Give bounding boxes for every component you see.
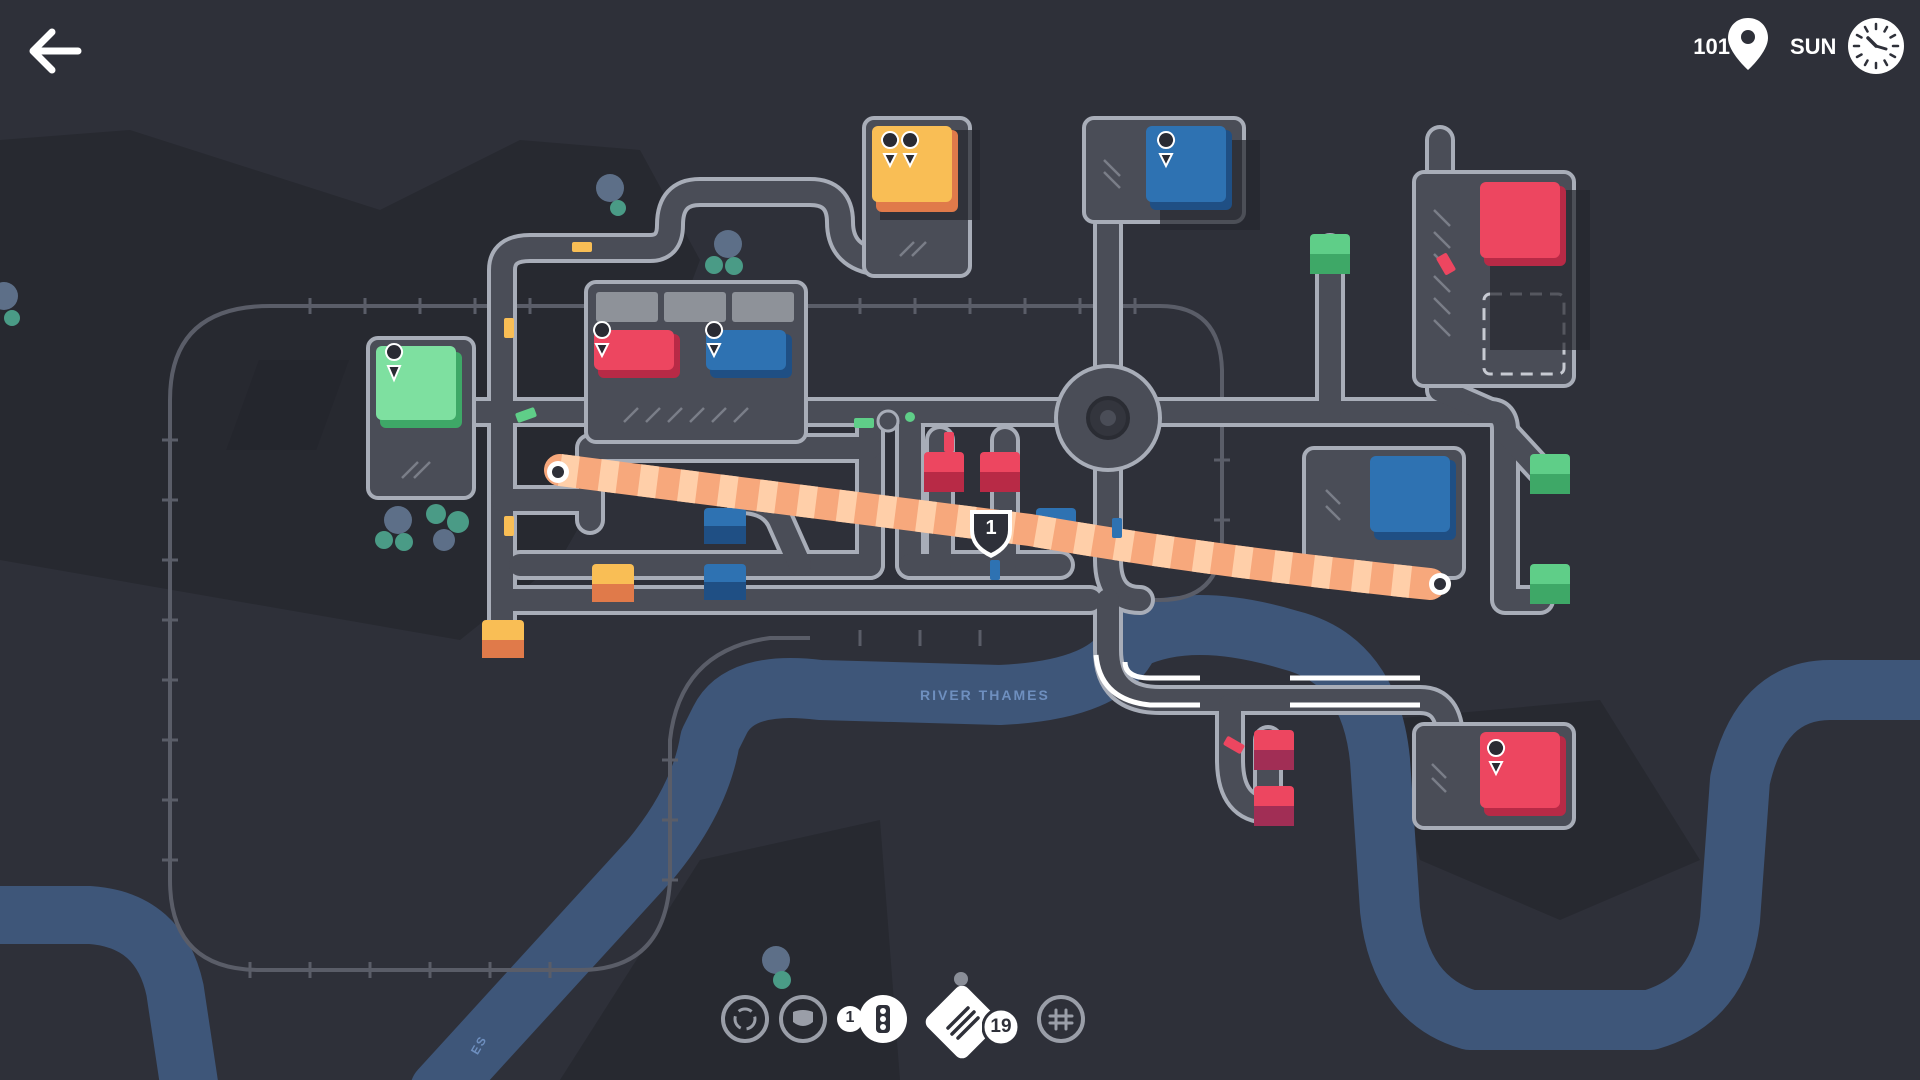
tunnel-icon bbox=[1037, 995, 1085, 1043]
toolbar-indicator-dot bbox=[954, 972, 968, 986]
roundabout-tool-button[interactable] bbox=[720, 994, 770, 1044]
bridge[interactable] bbox=[1093, 654, 1420, 708]
bridge-icon bbox=[779, 995, 827, 1043]
red-building[interactable] bbox=[594, 330, 680, 378]
mini-roundabout[interactable] bbox=[876, 409, 900, 433]
river-label: RIVER THAMES bbox=[920, 687, 1050, 703]
train[interactable] bbox=[596, 292, 794, 322]
location-pin-icon bbox=[1728, 18, 1768, 70]
motorway[interactable] bbox=[544, 454, 1446, 600]
crossing-marker[interactable] bbox=[970, 510, 1012, 558]
destination-pins bbox=[385, 131, 1505, 777]
blue-building[interactable] bbox=[706, 330, 792, 378]
roundabout-icon bbox=[721, 995, 769, 1043]
river-thames bbox=[0, 886, 218, 1080]
back-arrow-icon bbox=[29, 28, 82, 74]
blue-building[interactable] bbox=[1370, 456, 1456, 540]
motorway-count-badge bbox=[982, 1008, 1020, 1046]
motorway-icon bbox=[925, 985, 999, 1059]
clock-icon[interactable] bbox=[1846, 16, 1906, 76]
trees bbox=[0, 174, 791, 989]
green-building[interactable] bbox=[376, 346, 462, 428]
back-button[interactable] bbox=[22, 22, 88, 80]
lot-marks bbox=[401, 159, 1451, 793]
traffic-light-count: 1 bbox=[845, 1009, 855, 1026]
motorway-endpoint[interactable] bbox=[547, 461, 1451, 595]
motorway-count: 19 bbox=[990, 1016, 1012, 1037]
railway bbox=[168, 304, 1224, 972]
terrain-shadow bbox=[560, 820, 900, 1080]
bridge-tool-button[interactable] bbox=[778, 994, 828, 1044]
cars bbox=[504, 242, 1456, 754]
traffic-light-icon bbox=[859, 995, 907, 1043]
build-toolbar: 1 19 bbox=[716, 972, 1096, 1064]
score-counter: 101 bbox=[1693, 34, 1730, 59]
river-thames bbox=[411, 595, 1920, 1080]
day-indicator: SUN bbox=[1790, 34, 1837, 59]
traffic-light-count-badge bbox=[837, 1006, 863, 1032]
motorway-tool-button[interactable]: 19 bbox=[922, 985, 1032, 1062]
roundabout[interactable] bbox=[1054, 364, 1162, 472]
red-building[interactable] bbox=[1480, 182, 1566, 266]
crossing-marker-label: 1 bbox=[985, 517, 997, 539]
tunnel-tool-button[interactable] bbox=[1036, 994, 1086, 1044]
traffic-light-tool-button[interactable]: 1 bbox=[836, 994, 922, 1044]
